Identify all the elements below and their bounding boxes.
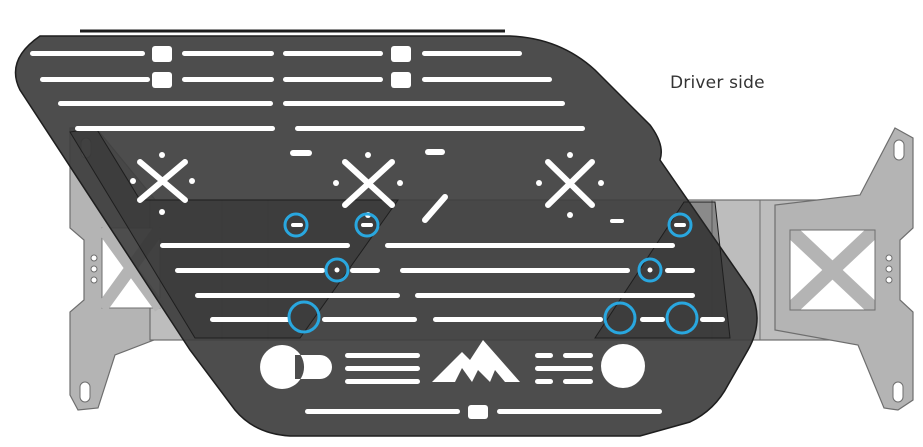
mount-point [665,301,699,335]
mount-point [667,212,693,238]
driver-side-label: Driver side [670,73,765,93]
plate-slots [30,46,725,419]
plate-outline [14,35,758,437]
mount-point [637,257,663,283]
plate-x-cutouts [130,152,604,218]
x-brace-icon [536,152,604,218]
x-brace-icon [130,152,195,215]
right-x-brace [785,224,880,316]
mount-point-highlights [283,212,699,335]
mount-point [603,301,637,335]
right-keyhole [601,344,645,388]
mount-point [283,212,309,238]
mount-point [287,300,321,334]
mount-point [324,257,350,283]
cargo-plate [14,29,758,437]
mountain-logo-icon [432,340,520,382]
keyhole-cutouts [260,344,645,389]
mount-point [354,212,380,238]
left-keyhole [260,345,332,389]
